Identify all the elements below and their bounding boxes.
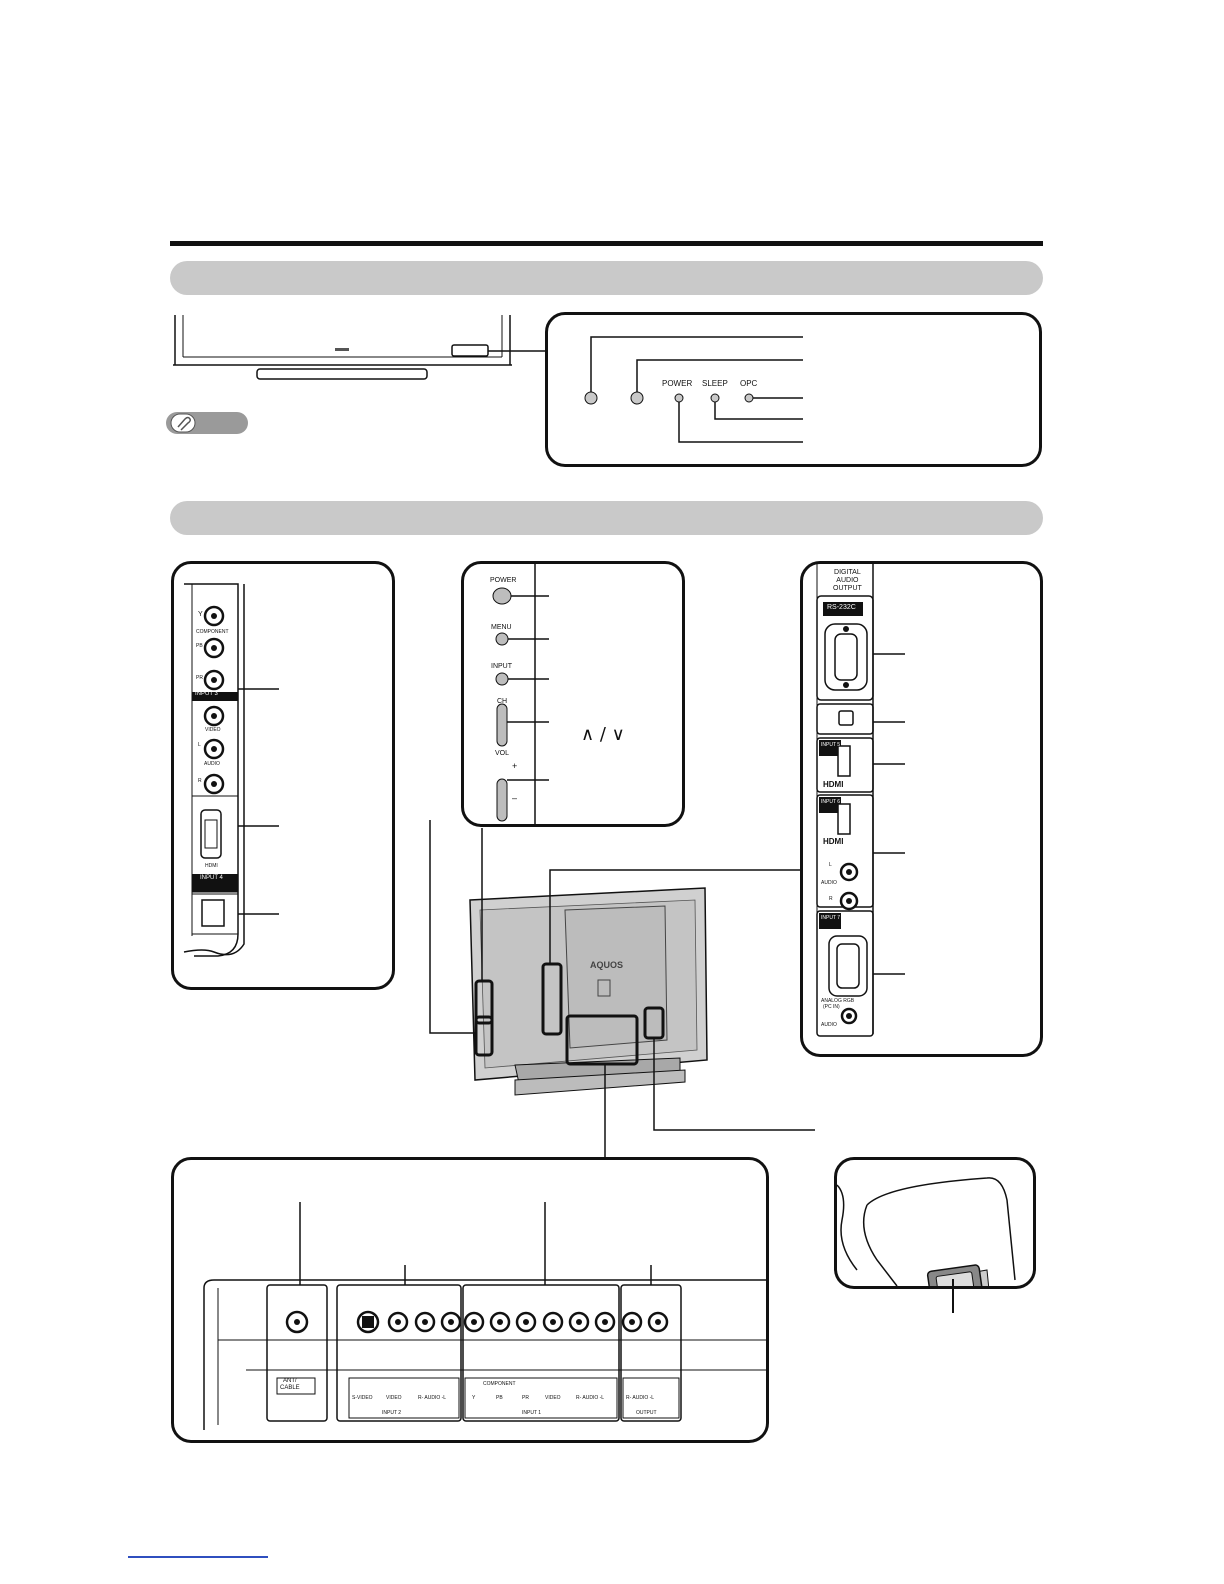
section-header-rear xyxy=(170,501,1043,535)
side-label-input: INPUT xyxy=(491,663,512,670)
left-label-pb: PB xyxy=(196,643,203,649)
s-video-label: S-VIDEO xyxy=(352,1395,373,1401)
side-label-minus: – xyxy=(512,793,518,803)
side-label-plus: + xyxy=(512,761,518,771)
left-label-l: L xyxy=(198,742,201,748)
paperclip-icon xyxy=(170,413,196,433)
r-audio-l-label-3: R- AUDIO -L xyxy=(626,1395,655,1401)
side-label-ch: CH xyxy=(497,698,508,705)
side-label-power: POWER xyxy=(490,577,517,584)
ant-label-line-1: ANT/ xyxy=(283,1378,297,1384)
pr-label: PR xyxy=(522,1395,529,1401)
ac-input-panel xyxy=(834,1157,1036,1289)
right-terminal-panel: DIGITAL AUDIO OUTPUT RS-232C INPUT 5 HDM… xyxy=(800,561,1043,1057)
indicator-label-power: POWER xyxy=(662,379,693,388)
side-label-menu: MENU xyxy=(491,624,512,631)
indicator-label-opc: OPC xyxy=(740,379,758,388)
component-label: COMPONENT xyxy=(483,1381,516,1387)
side-label-vol: VOL xyxy=(495,750,510,757)
left-terminal-panel: Y COMPONENT PB PR INPUT 3 VIDEO L AUDIO … xyxy=(171,561,395,990)
left-label-r: R xyxy=(198,778,202,784)
right-label-audio-2: AUDIO xyxy=(821,1022,837,1028)
pc-in-label: (PC IN) xyxy=(823,1004,840,1010)
left-label-pr: PR xyxy=(196,675,203,681)
digital-audio-output-label: DIGITAL AUDIO OUTPUT xyxy=(833,569,862,593)
input1-label: INPUT 1 xyxy=(522,1410,542,1416)
rs232c-label: RS-232C xyxy=(827,604,856,611)
front-indicator-panel: POWER SLEEP OPC xyxy=(545,312,1042,467)
left-label-hdmi: HDMI xyxy=(205,863,218,869)
left-label-video: VIDEO xyxy=(205,727,221,733)
left-label-input3: INPUT 3 xyxy=(195,691,218,697)
left-label-input4: INPUT 4 xyxy=(200,875,223,881)
page-footer-link xyxy=(128,1556,268,1558)
section-rule xyxy=(170,241,1043,246)
analog-rgb-label: ANALOG RGB xyxy=(821,998,855,1004)
digital-label-line-2: AUDIO xyxy=(836,577,859,584)
video-label-2: VIDEO xyxy=(545,1395,561,1401)
indicator-label-sleep: SLEEP xyxy=(702,379,728,388)
pb-label: PB xyxy=(496,1395,503,1401)
digital-label-line-1: DIGITAL xyxy=(834,569,861,576)
tv-front-illustration xyxy=(173,315,550,380)
input2-label: INPUT 2 xyxy=(382,1410,402,1416)
ch-up-down-symbols: ∧ / ∨ xyxy=(581,724,625,745)
left-label-component: COMPONENT xyxy=(196,629,229,635)
section-header-front xyxy=(170,261,1043,295)
r-audio-l-label-2: R- AUDIO -L xyxy=(576,1395,605,1401)
ac-input-callout xyxy=(952,1279,954,1313)
y-label: Y xyxy=(472,1395,476,1401)
left-label-audio: AUDIO xyxy=(204,761,220,767)
ant-cable-label: ANT/ CABLE xyxy=(280,1378,300,1392)
hdmi-logo-5: HDMI xyxy=(823,780,844,789)
input7-label: INPUT 7 xyxy=(821,915,841,921)
aquos-brand: AQUOS xyxy=(590,960,623,970)
left-label-y: Y xyxy=(198,611,203,618)
hdmi-logo-6: HDMI xyxy=(823,837,844,846)
right-label-audio: AUDIO xyxy=(821,880,837,886)
digital-label-line-3: OUTPUT xyxy=(833,585,862,592)
side-control-panel: POWER MENU INPUT CH VOL + – ∧ / ∨ xyxy=(461,561,685,827)
r-audio-l-label-1: R- AUDIO -L xyxy=(418,1395,447,1401)
input5-label: INPUT 5 xyxy=(821,742,841,748)
bottom-terminal-panel: ANT/ CABLE S-VIDEO VIDEO R- AUDIO -L COM… xyxy=(171,1157,769,1443)
note-badge xyxy=(166,412,248,434)
ant-label-line-2: CABLE xyxy=(280,1385,300,1391)
right-label-l: L xyxy=(829,862,832,868)
video-label: VIDEO xyxy=(386,1395,402,1401)
input6-label: INPUT 6 xyxy=(821,799,841,805)
right-label-r: R xyxy=(829,896,833,902)
output-label: OUTPUT xyxy=(636,1410,657,1416)
tv-rear-illustration: AQUOS xyxy=(429,820,815,1158)
